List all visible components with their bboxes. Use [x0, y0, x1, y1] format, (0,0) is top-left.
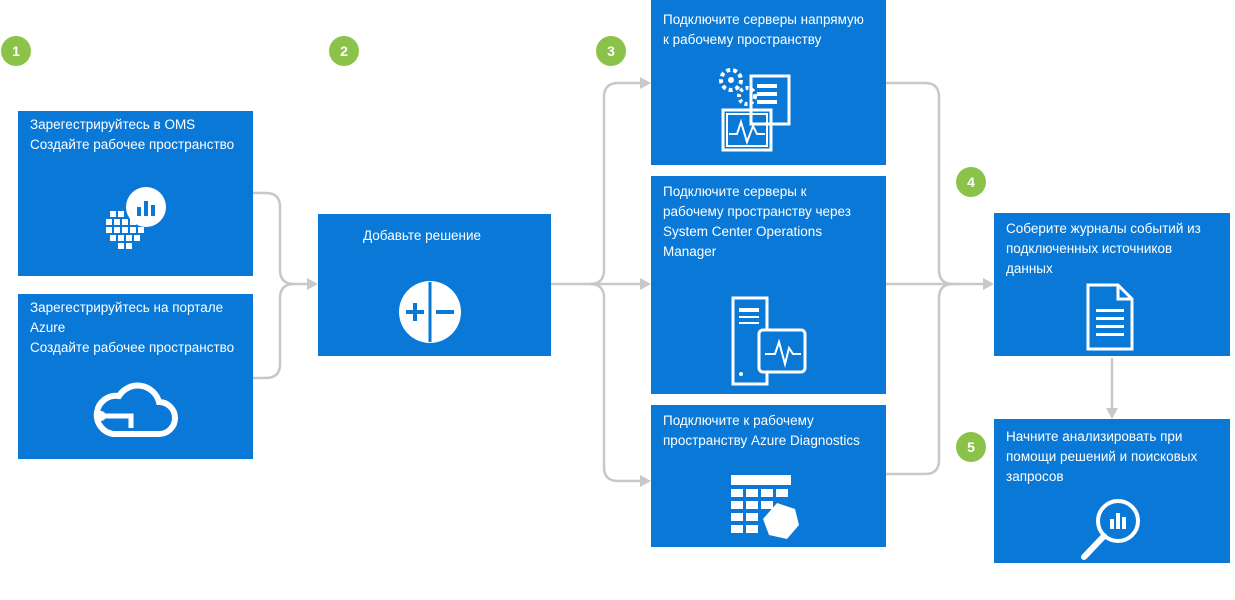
analyze-text: Начните анализировать при помощи решений…: [1006, 429, 1198, 484]
add-solution-box: Добавьте решение: [318, 214, 551, 356]
connect-scom-text: Подключите серверы к рабочему пространст…: [663, 184, 851, 259]
connect-scom-box: Подключите серверы к рабочему пространст…: [651, 176, 886, 394]
connect-diagnostics-text: Подключите к рабочему пространству Azure…: [663, 413, 860, 448]
magnifier-chart-icon: [1081, 499, 1140, 560]
add-solution-text: Добавьте решение: [363, 228, 482, 243]
step-badge-1: 1: [1, 36, 31, 66]
plus-minus-icon: [399, 281, 461, 343]
register-oms-box: Зарегестрируйтесь в OMS Создайте рабочее…: [18, 111, 253, 276]
connect-direct-box: Подключите серверы напрямую к рабочему п…: [651, 0, 886, 165]
azure-cloud-icon: [93, 382, 178, 437]
register-azure-text: Зарегестрируйтесь на портале Azure Созда…: [30, 300, 235, 355]
register-azure-box: Зарегестрируйтесь на портале Azure Созда…: [18, 294, 253, 459]
collect-logs-text: Соберите журналы событий из подключенных…: [1006, 221, 1201, 276]
analyze-box: Начните анализировать при помощи решений…: [994, 419, 1230, 563]
step-badge-5: 5: [956, 432, 986, 462]
table-hexagon-icon: [731, 475, 799, 539]
step-badge-3: 3: [596, 36, 626, 66]
connect-diagnostics-box: Подключите к рабочему пространству Azure…: [651, 405, 886, 547]
server-gear-monitor-icon: [719, 68, 791, 152]
document-icon: [1086, 283, 1134, 351]
step-badge-2: 2: [329, 36, 359, 66]
server-tower-icon: [731, 296, 807, 386]
register-oms-text: Зарегестрируйтесь в OMS Создайте рабочее…: [30, 117, 235, 152]
step-badge-4: 4: [956, 167, 986, 197]
collect-logs-box: Соберите журналы событий из подключенных…: [994, 213, 1230, 356]
oms-analytics-icon: [106, 187, 166, 249]
connect-direct-text: Подключите серверы напрямую к рабочему п…: [663, 12, 864, 47]
